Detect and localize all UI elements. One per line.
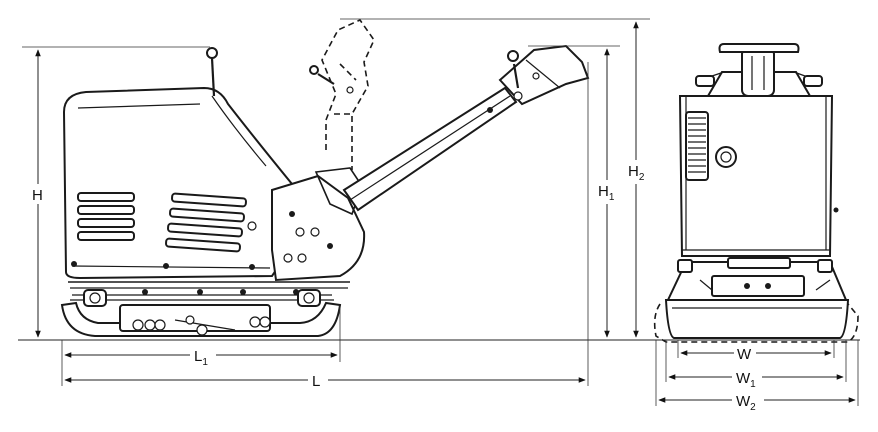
label-H1: H	[598, 183, 609, 200]
label-L1: L	[194, 348, 202, 365]
vent-grille-left	[77, 192, 135, 241]
label-H2: H	[628, 163, 639, 180]
label-W2-subscript: 2	[750, 402, 756, 413]
svg-text:L: L	[312, 373, 320, 390]
label-W: W	[737, 346, 752, 363]
dimension-H2: H2	[340, 18, 652, 338]
handle-mount	[271, 174, 366, 282]
dimension-W2: W2	[655, 340, 859, 413]
dimension-H1: H1	[528, 45, 620, 338]
svg-text:W2: W2	[736, 393, 756, 413]
label-H1-subscript: 1	[609, 192, 615, 203]
extension-plate-dashed	[653, 303, 859, 343]
label-W1-subscript: 1	[750, 379, 756, 390]
svg-text:W: W	[737, 346, 752, 363]
dimension-L1: L1	[61, 306, 341, 386]
label-H2-subscript: 2	[639, 172, 645, 183]
dimension-W: W	[677, 340, 835, 363]
dimension-H: H	[22, 46, 210, 338]
label-L1-subscript: 1	[202, 357, 208, 368]
svg-text:L1: L1	[194, 348, 208, 368]
svg-text:H2: H2	[628, 163, 645, 183]
front-view-compactor	[653, 43, 859, 343]
label-L: L	[312, 373, 320, 390]
svg-text:W1: W1	[736, 370, 756, 390]
guide-handle-raised-dashed	[309, 18, 375, 170]
dimension-L: L	[64, 62, 589, 390]
svg-text:H1: H1	[598, 183, 615, 203]
guide-handle	[342, 44, 590, 212]
engine-hood	[62, 86, 299, 280]
label-W2: W	[736, 393, 751, 410]
label-W1: W	[736, 370, 751, 387]
label-H: H	[32, 187, 43, 204]
dimension-W1: W1	[665, 340, 847, 390]
side-view-compactor	[60, 18, 590, 337]
svg-text:H: H	[32, 187, 43, 204]
vent-grille-right	[165, 192, 247, 253]
